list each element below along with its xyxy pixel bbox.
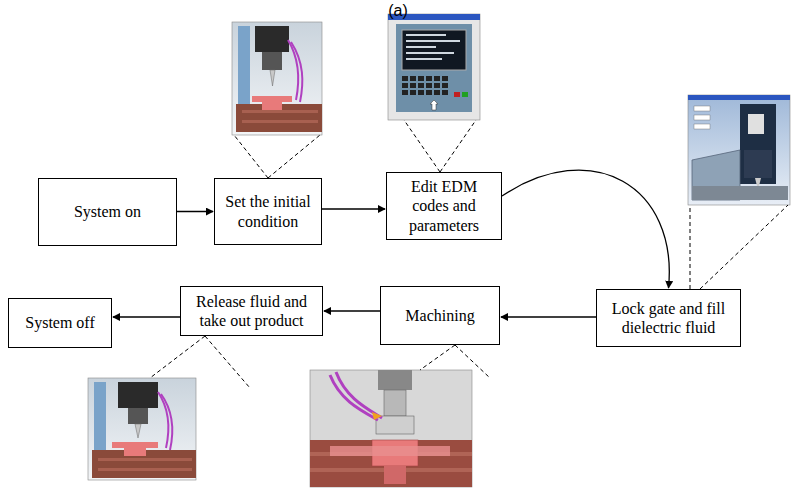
process-box: Set the initial condition [214, 178, 322, 245]
box-label: Set the initial condition [221, 192, 315, 230]
screenshot-release [88, 378, 196, 480]
box-label: System off [25, 313, 94, 332]
box-label: Release fluid and take out product [187, 292, 316, 330]
screenshot-control-panel [388, 14, 480, 120]
flow-arrow [501, 316, 596, 317]
box-label: Machining [405, 306, 474, 325]
process-box: Machining [380, 286, 500, 345]
flow-arrow [177, 211, 213, 212]
flow-arrow [322, 208, 385, 209]
figure-title: (a) [0, 2, 796, 20]
box-label: System on [74, 202, 141, 221]
screenshot-initial [232, 22, 322, 135]
process-box: Edit EDM codes and parameters [386, 172, 502, 240]
process-box: Lock gate and fill dielectric fluid [596, 289, 741, 347]
flow-arrow [113, 316, 180, 317]
screenshot-machining [310, 370, 472, 487]
flow-arrow [324, 310, 380, 311]
process-box: System off [8, 298, 112, 348]
flow-arrow [502, 170, 669, 288]
process-box: Release fluid and take out product [180, 286, 323, 336]
box-label: Lock gate and fill dielectric fluid [603, 299, 734, 337]
box-label: Edit EDM codes and parameters [393, 177, 495, 235]
process-box: System on [38, 178, 177, 246]
screenshot-lock-gate [688, 95, 790, 205]
